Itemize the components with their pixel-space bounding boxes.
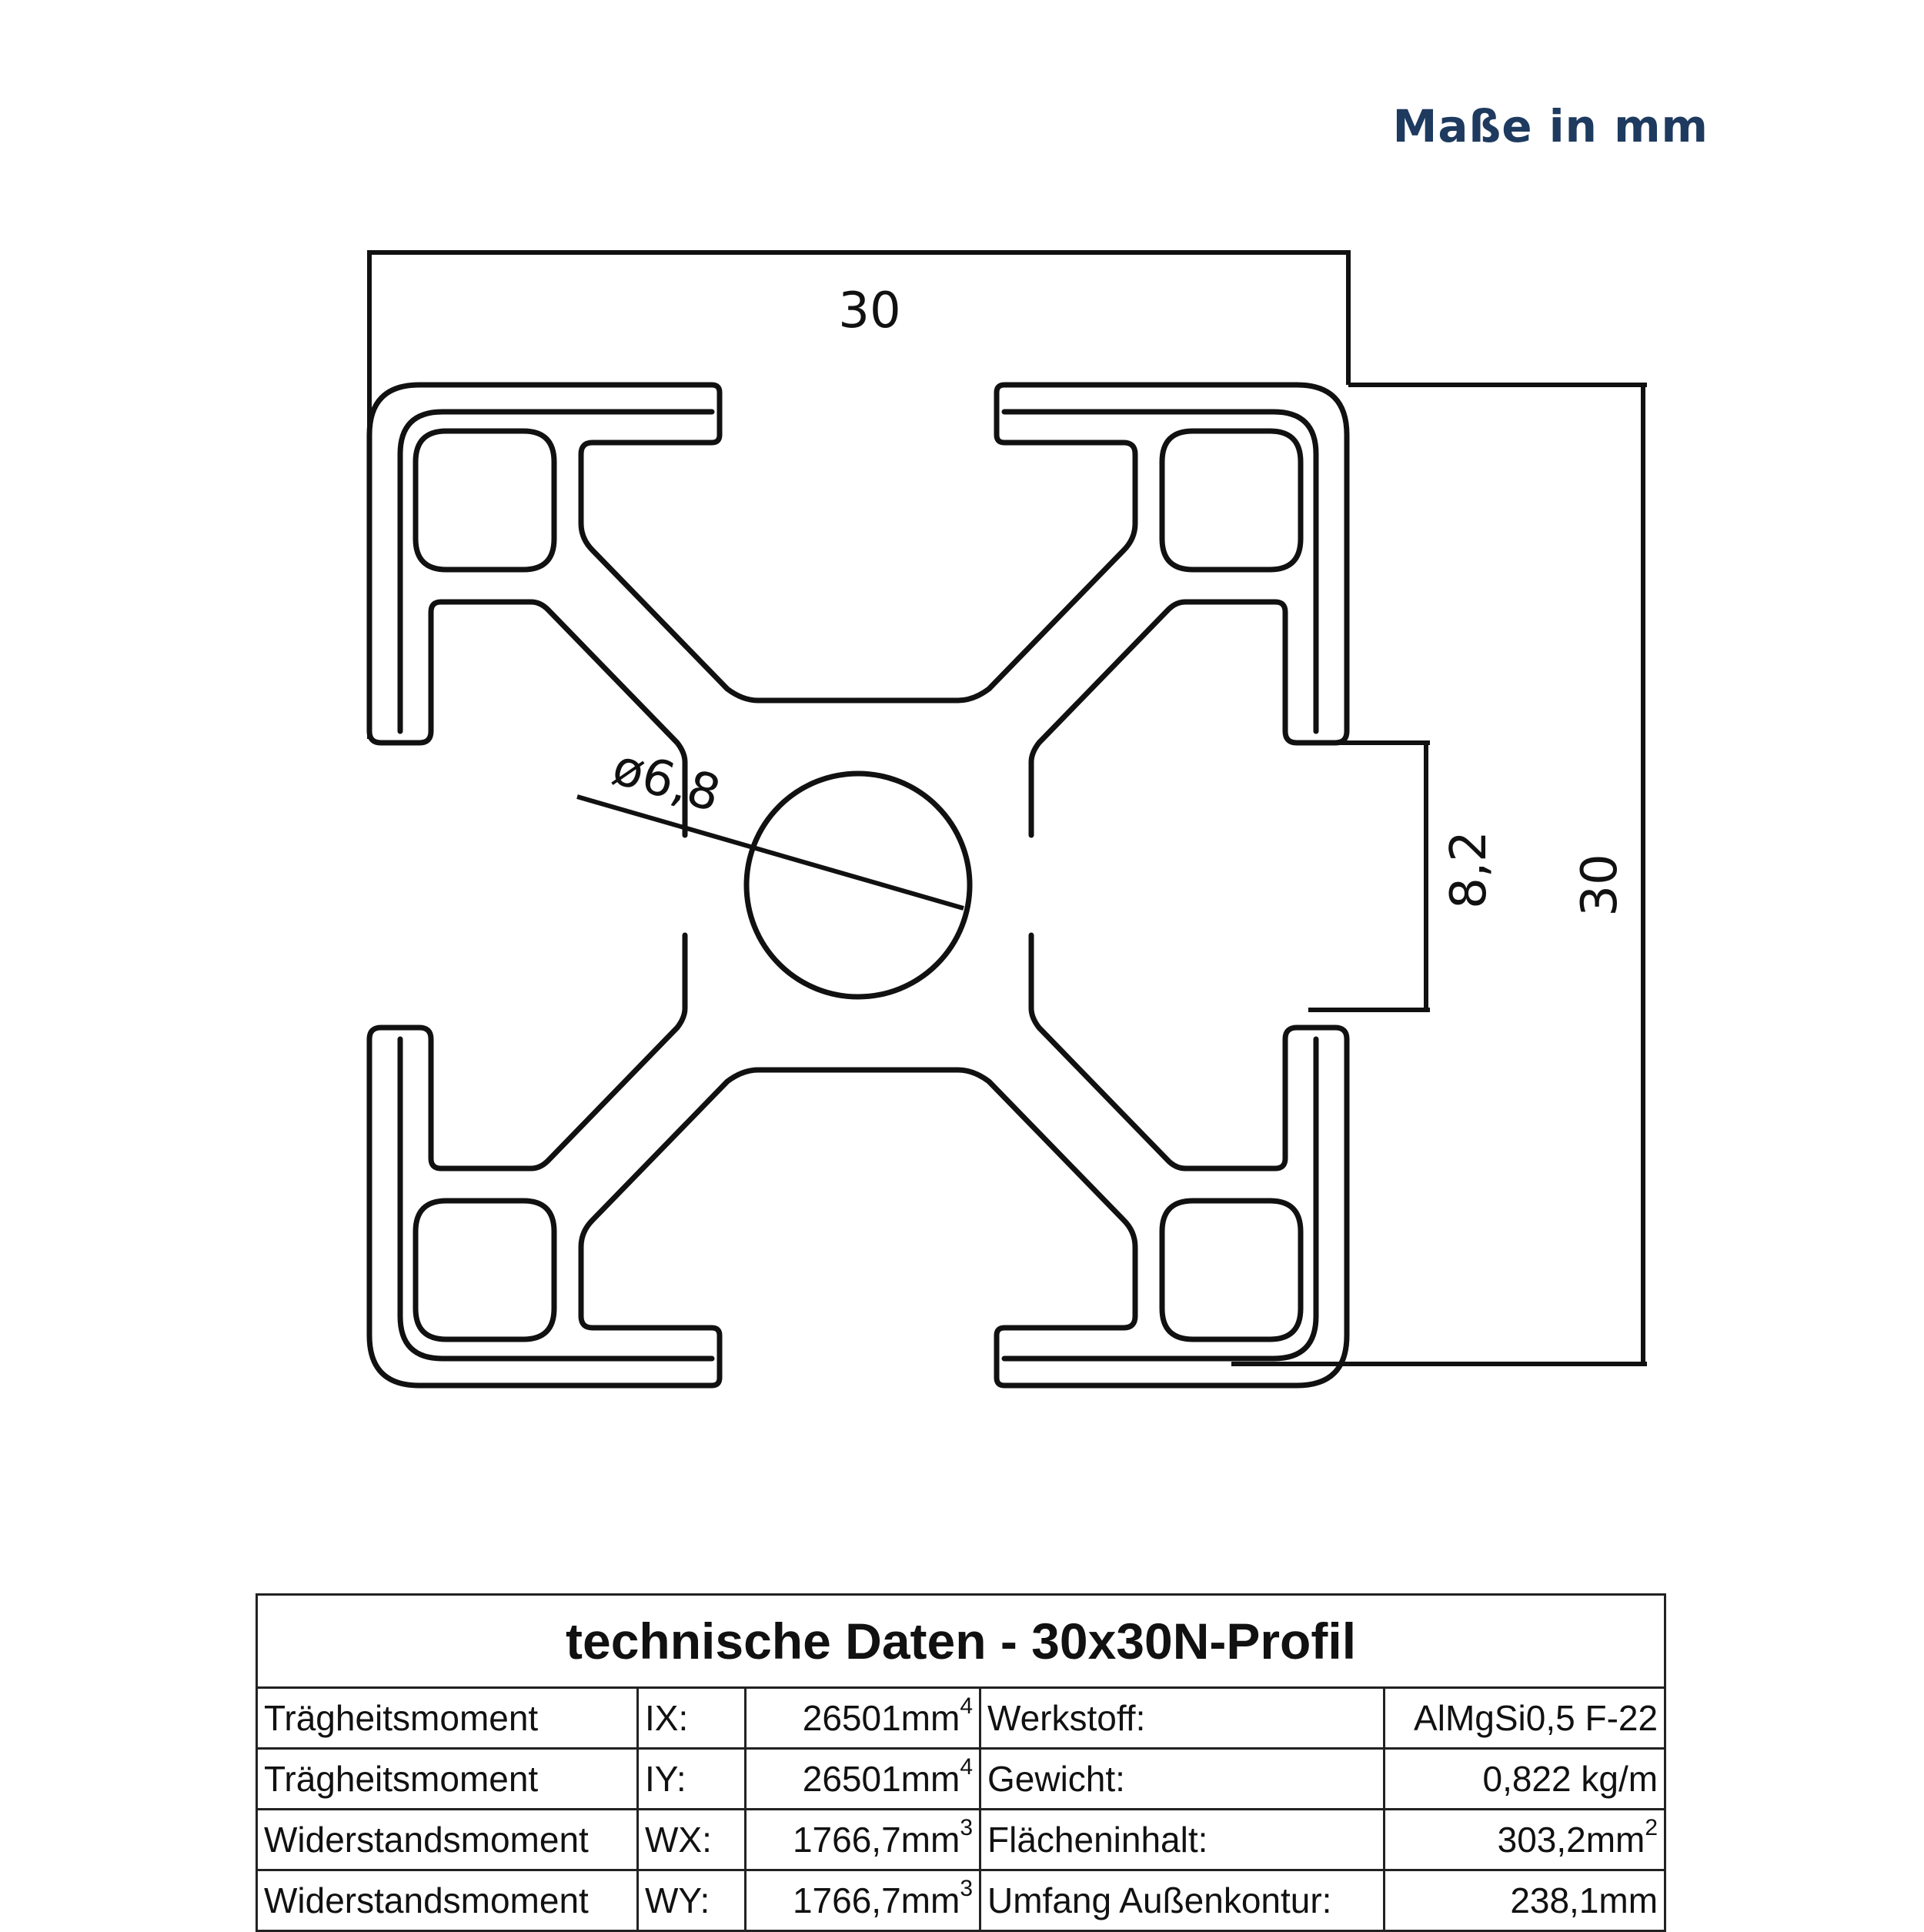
- spec-name: Widerstandsmoment: [256, 1808, 639, 1871]
- height-label: 30: [1572, 854, 1628, 916]
- property-value: 0,822 kg/m: [1382, 1747, 1667, 1810]
- spec-name: Widerstandsmoment: [256, 1869, 639, 1932]
- property-name-text: Flächeninhalt:: [987, 1820, 1208, 1860]
- spec-symbol-text: IX:: [645, 1698, 689, 1738]
- slot-label: 8,2: [1441, 831, 1498, 909]
- property-name-text: Umfang Außenkontur:: [987, 1880, 1332, 1920]
- spec-table: technische Daten - 30x30N-Profil Träghei…: [255, 1593, 1667, 1932]
- profile-quadrant-bl: [369, 935, 858, 1385]
- spec-value: 1766,7mm3: [744, 1808, 981, 1871]
- spec-value-exponent: 3: [960, 1876, 973, 1901]
- spec-symbol: WY:: [636, 1869, 747, 1932]
- spec-value-exponent: 3: [960, 1815, 973, 1840]
- spec-value-text: 1766,7mm: [792, 1820, 960, 1860]
- spec-name-text: Trägheitsmoment: [264, 1698, 539, 1738]
- spec-name: Trägheitsmoment: [256, 1747, 639, 1810]
- property-value-exponent: 2: [1645, 1815, 1658, 1840]
- spec-table-title: technische Daten - 30x30N-Profil: [255, 1593, 1667, 1689]
- property-value: 238,1mm: [1382, 1869, 1667, 1932]
- property-name: Umfang Außenkontur:: [979, 1869, 1385, 1932]
- property-value-text: 0,822 kg/m: [1482, 1759, 1658, 1799]
- spec-name-text: Widerstandsmoment: [264, 1880, 589, 1920]
- property-name: Gewicht:: [979, 1747, 1385, 1810]
- spec-symbol-text: WX:: [645, 1820, 712, 1860]
- spec-symbol-text: WY:: [645, 1880, 710, 1920]
- property-name: Flächeninhalt:: [979, 1808, 1385, 1871]
- property-value-text: AlMgSi0,5 F-22: [1414, 1698, 1658, 1738]
- spec-value-text: 1766,7mm: [792, 1880, 960, 1920]
- spec-name-text: Trägheitsmoment: [264, 1759, 539, 1799]
- property-name: Werkstoff:: [979, 1686, 1385, 1750]
- spec-value-exponent: 4: [960, 1754, 973, 1780]
- property-name-text: Werkstoff:: [987, 1698, 1146, 1738]
- center-bore: [743, 770, 973, 1000]
- property-value-text: 238,1mm: [1510, 1880, 1658, 1920]
- spec-value-text: 26501mm: [802, 1698, 960, 1738]
- property-value: AlMgSi0,5 F-22: [1382, 1686, 1667, 1750]
- spec-symbol: IX:: [636, 1686, 747, 1750]
- spec-value: 26501mm4: [744, 1747, 981, 1810]
- spec-value-exponent: 4: [960, 1693, 973, 1719]
- profile-quadrant-tr: [858, 385, 1347, 835]
- width-label: 30: [838, 282, 900, 339]
- spec-name: Trägheitsmoment: [256, 1686, 639, 1750]
- spec-value-text: 26501mm: [802, 1759, 960, 1799]
- height-dimension: [1231, 383, 1647, 1366]
- property-name-text: Gewicht:: [987, 1759, 1125, 1799]
- units-label: Maße in mm: [1392, 100, 1709, 152]
- spec-value: 26501mm4: [744, 1686, 981, 1750]
- spec-symbol: WX:: [636, 1808, 747, 1871]
- profile-quadrant-br: [858, 935, 1347, 1385]
- width-dimension: [367, 250, 1351, 739]
- spec-value: 1766,7mm3: [744, 1869, 981, 1932]
- property-value-text: 303,2mm: [1497, 1820, 1645, 1860]
- bore-leader-line: [576, 794, 964, 911]
- spec-symbol-text: IY:: [645, 1759, 686, 1799]
- slot-dimension: [1308, 740, 1430, 1012]
- spec-symbol: IY:: [636, 1747, 747, 1810]
- property-value: 303,2mm2: [1382, 1808, 1667, 1871]
- spec-name-text: Widerstandsmoment: [264, 1820, 589, 1860]
